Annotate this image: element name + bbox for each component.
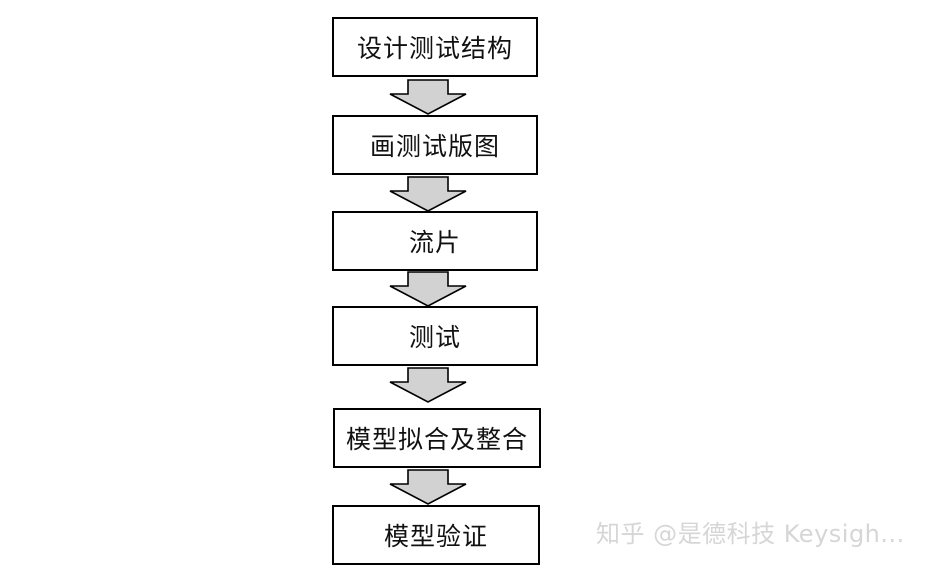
down-arrow-icon: [389, 367, 467, 403]
watermark: 知乎 @是德科技 Keysigh...: [596, 520, 905, 548]
down-arrow-icon: [389, 469, 467, 505]
down-arrow-icon: [389, 271, 467, 307]
step-draw-test-layout: 画测试版图: [332, 115, 538, 175]
step-measurement: 测试: [332, 306, 538, 366]
down-arrow-icon: [389, 176, 467, 212]
step-model-verification: 模型验证: [332, 505, 540, 565]
down-arrow-icon: [389, 79, 467, 115]
step-model-fitting: 模型拟合及整合: [333, 408, 541, 468]
step-design-test-structure: 设计测试结构: [332, 17, 538, 77]
step-tape-out: 流片: [332, 211, 538, 271]
